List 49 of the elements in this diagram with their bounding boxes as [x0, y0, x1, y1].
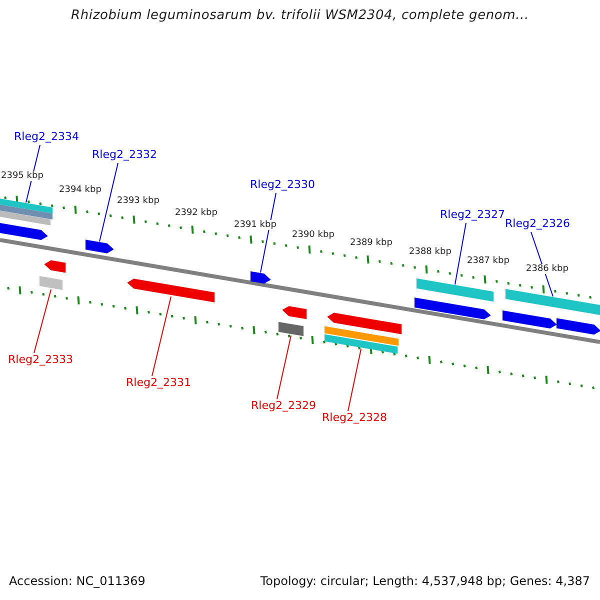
gene-block: [44, 260, 66, 273]
gene-block: [506, 288, 600, 316]
gene-block: [556, 318, 600, 335]
gene-label: Rleg2_2330: [250, 178, 315, 191]
gene-block: [40, 276, 62, 290]
scale-label: 2395 kbp: [1, 171, 44, 181]
gene-block: [0, 210, 50, 226]
scale-label: 2390 kbp: [292, 230, 334, 240]
gene-block: [0, 198, 52, 214]
gene-block: [278, 322, 304, 336]
gene-label: Rleg2_2332: [92, 148, 157, 161]
gene-block: [324, 334, 398, 354]
gene-block: [324, 326, 398, 346]
gene-block: [327, 312, 402, 334]
gene-block: [282, 306, 306, 320]
leader-line: [454, 222, 466, 285]
scale-label: 2388 kbp: [409, 247, 452, 257]
gene-block: [414, 298, 491, 320]
scale-label: 2393 kbp: [117, 196, 160, 206]
gene-label: Rleg2_2327: [440, 208, 505, 221]
leader-line: [99, 162, 118, 242]
leader-line: [260, 192, 276, 273]
scale-label: 2392 kbp: [175, 208, 218, 218]
gene-block: [86, 240, 114, 254]
gene-label: Rleg2_2328: [322, 411, 387, 424]
scale-label: 2391 kbp: [234, 220, 276, 230]
gene-block: [0, 222, 48, 240]
leader-line: [26, 144, 40, 203]
gene-block: [250, 271, 271, 284]
gene-label: Rleg2_2326: [505, 217, 570, 230]
scale-label: 2389 kbp: [350, 238, 392, 248]
gene-label: Rleg2_2329: [251, 399, 316, 412]
leader-line: [34, 289, 52, 354]
leader-line: [276, 335, 292, 400]
leader-line: [348, 348, 362, 412]
gene-block: [0, 204, 52, 220]
gene-label: Rleg2_2334: [14, 130, 79, 143]
gene-label: Rleg2_2333: [8, 353, 73, 366]
gene-label: Rleg2_2331: [126, 376, 191, 389]
leader-line: [152, 296, 172, 376]
gene-block: [127, 278, 214, 302]
scale-label: 2394 kbp: [59, 185, 102, 195]
footer-note: Accession: NC_011369: [9, 574, 146, 588]
gene-block: [502, 310, 557, 329]
scale-label: 2387 kbp: [467, 256, 510, 266]
footer-note: Topology: circular; Length: 4,537,948 bp; Genes: 4,387: [260, 574, 590, 588]
scale-label: 2386 kbp: [526, 264, 568, 274]
title: Rhizobium leguminosarum bv. trifolii WSM2304, complete genom...: [70, 8, 530, 23]
gene-block: [416, 278, 494, 302]
